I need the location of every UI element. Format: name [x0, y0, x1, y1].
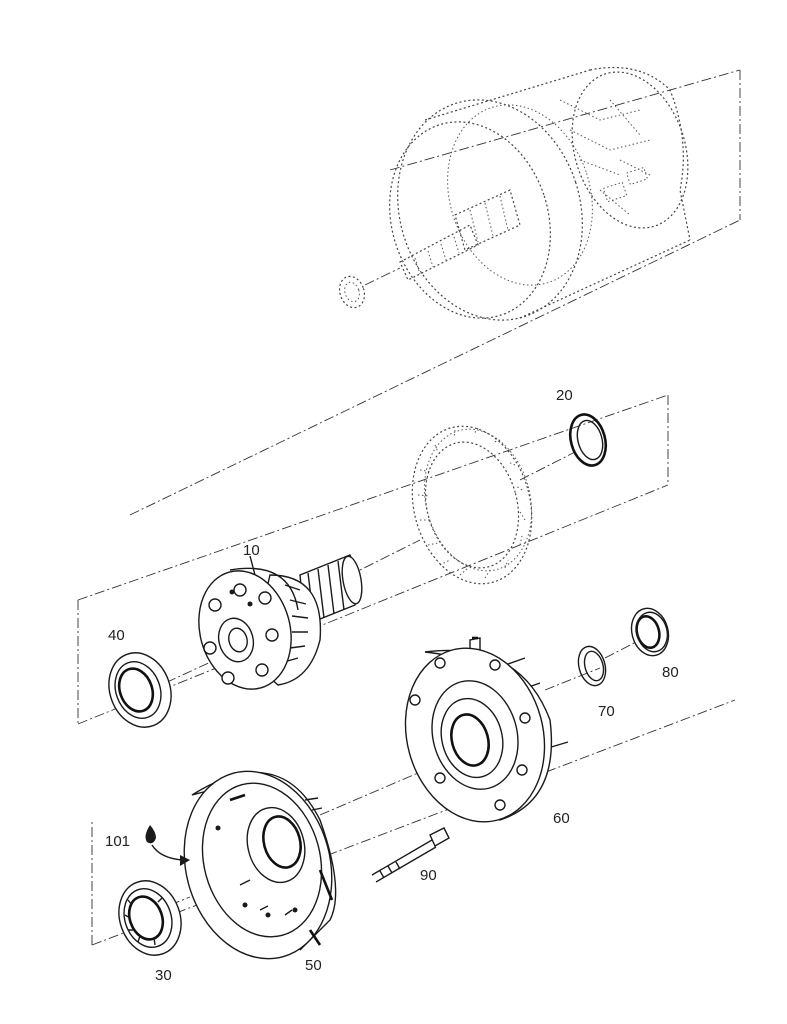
part-101-lubricant-symbol — [145, 825, 190, 866]
callout-80: 80 — [662, 664, 679, 681]
ring-gear-ghost — [411, 425, 533, 585]
leader-lines — [249, 555, 256, 576]
part-90-bolt — [371, 827, 450, 883]
assembly-boundary — [77, 69, 741, 946]
callout-10: 10 — [243, 542, 260, 559]
callout-70: 70 — [598, 703, 615, 720]
part-40-seal — [108, 652, 172, 728]
part-10-planet-carrier — [198, 554, 363, 690]
part-50-housing — [183, 770, 337, 960]
callout-20: 20 — [556, 387, 573, 404]
callout-40: 40 — [108, 627, 125, 644]
callout-60: 60 — [553, 810, 570, 827]
callout-90: 90 — [420, 867, 437, 884]
part-60-hub-flange — [404, 636, 569, 823]
part-30-bearing — [118, 880, 182, 956]
callout-50: 50 — [305, 957, 322, 974]
part-80-seal — [630, 607, 670, 657]
part-20-thrust-washer — [568, 413, 608, 467]
callout-30: 30 — [155, 967, 172, 984]
motor-housing-ghost — [338, 67, 691, 321]
part-70-spacer-ring — [577, 645, 607, 687]
callout-101: 101 — [105, 833, 130, 850]
